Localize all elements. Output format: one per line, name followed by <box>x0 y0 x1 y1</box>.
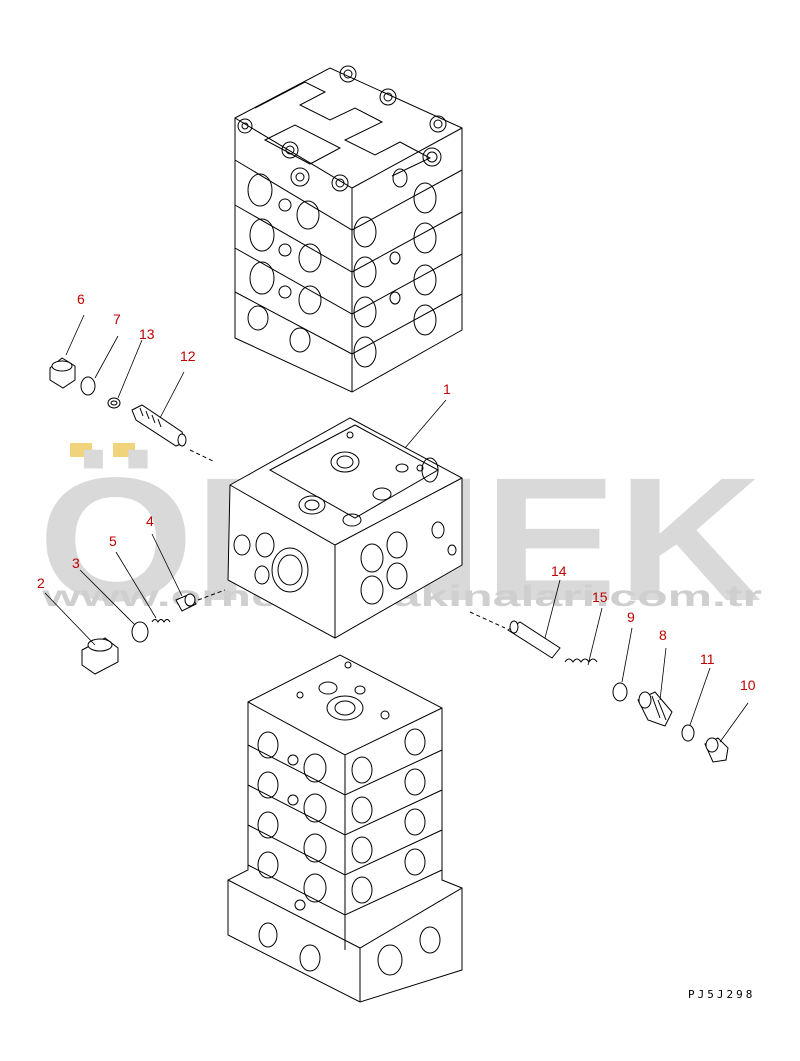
label-part-15: 15 <box>592 589 608 605</box>
center-valve-section <box>227 417 463 639</box>
label-part-8: 8 <box>659 627 667 643</box>
part-4-poppet <box>175 593 197 612</box>
part-14-spool <box>507 620 561 659</box>
leader-lines <box>44 314 749 743</box>
label-part-12: 12 <box>180 348 196 364</box>
part-number-labels: 1 2 3 4 5 6 7 8 9 10 11 12 13 14 15 <box>37 291 756 693</box>
part-2-plug <box>81 637 119 675</box>
part-7-o-ring <box>80 376 96 396</box>
part-3-o-ring <box>131 621 149 643</box>
part-12-poppet <box>131 404 187 447</box>
label-part-14: 14 <box>551 563 567 579</box>
part-11-o-ring <box>681 724 695 742</box>
label-part-6: 6 <box>77 291 85 307</box>
label-part-7: 7 <box>113 311 121 327</box>
label-part-2: 2 <box>37 575 45 591</box>
label-part-11: 11 <box>700 651 715 667</box>
label-part-10: 10 <box>740 677 756 693</box>
label-part-1: 1 <box>443 381 451 397</box>
exploded-parts <box>49 357 729 763</box>
part-10-plug <box>704 737 729 763</box>
top-valve-stack <box>234 65 463 393</box>
drawing-code: PJ5J298 <box>688 988 755 1001</box>
part-9-o-ring <box>612 682 628 702</box>
bottom-valve-stack <box>227 654 463 1003</box>
label-part-9: 9 <box>627 609 635 625</box>
part-13-retainer <box>107 397 121 409</box>
part-15-spring <box>564 658 598 663</box>
label-part-5: 5 <box>109 533 117 549</box>
label-part-4: 4 <box>146 513 154 529</box>
label-part-13: 13 <box>139 326 155 342</box>
watermark-umlaut-dots <box>70 443 135 457</box>
part-6-plug <box>49 357 76 389</box>
part-8-plug <box>637 691 673 727</box>
label-part-3: 3 <box>72 555 80 571</box>
part-5-spring <box>151 619 171 623</box>
